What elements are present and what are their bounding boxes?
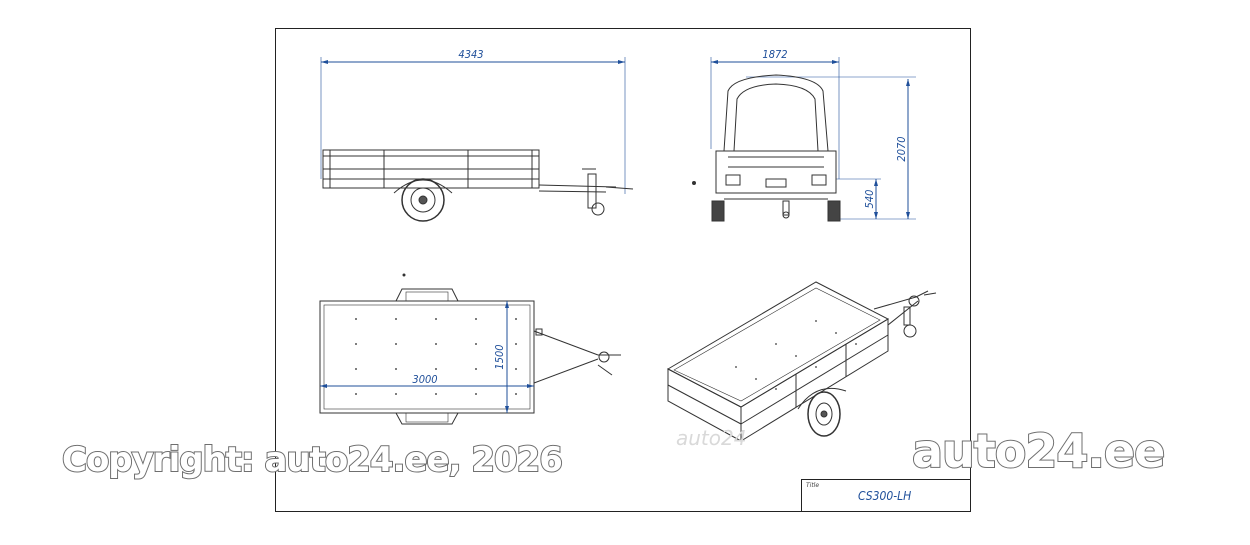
- drawing-sheet: 4343 1872 2070 540 3000 1500: [275, 28, 971, 512]
- dimension-top-width: 1500: [493, 344, 506, 369]
- dimension-rear-height: 2070: [895, 136, 908, 161]
- top-view: [319, 273, 621, 425]
- dimension-side-length: 4343: [458, 48, 483, 61]
- title-label: Title: [806, 482, 820, 489]
- rear-view: [692, 57, 916, 222]
- watermark-copyright: Copyright: auto24.ee, 2026: [61, 439, 564, 481]
- floor-rivets: [355, 318, 517, 395]
- watermark-center: auto24: [676, 426, 747, 450]
- side-view: [320, 57, 634, 222]
- technical-drawing: 4343 1872 2070 540 3000 1500: [319, 48, 937, 442]
- title-block: Title CS300-LH: [801, 479, 971, 512]
- dimension-top-length: 3000: [412, 373, 437, 386]
- dimension-rear-width: 1872: [762, 48, 787, 61]
- dimension-hitch-height: 540: [863, 190, 876, 209]
- watermark-logo: auto24.ee: [911, 423, 1166, 479]
- title-value: CS300-LH: [858, 489, 912, 503]
- isometric-view: [666, 281, 937, 442]
